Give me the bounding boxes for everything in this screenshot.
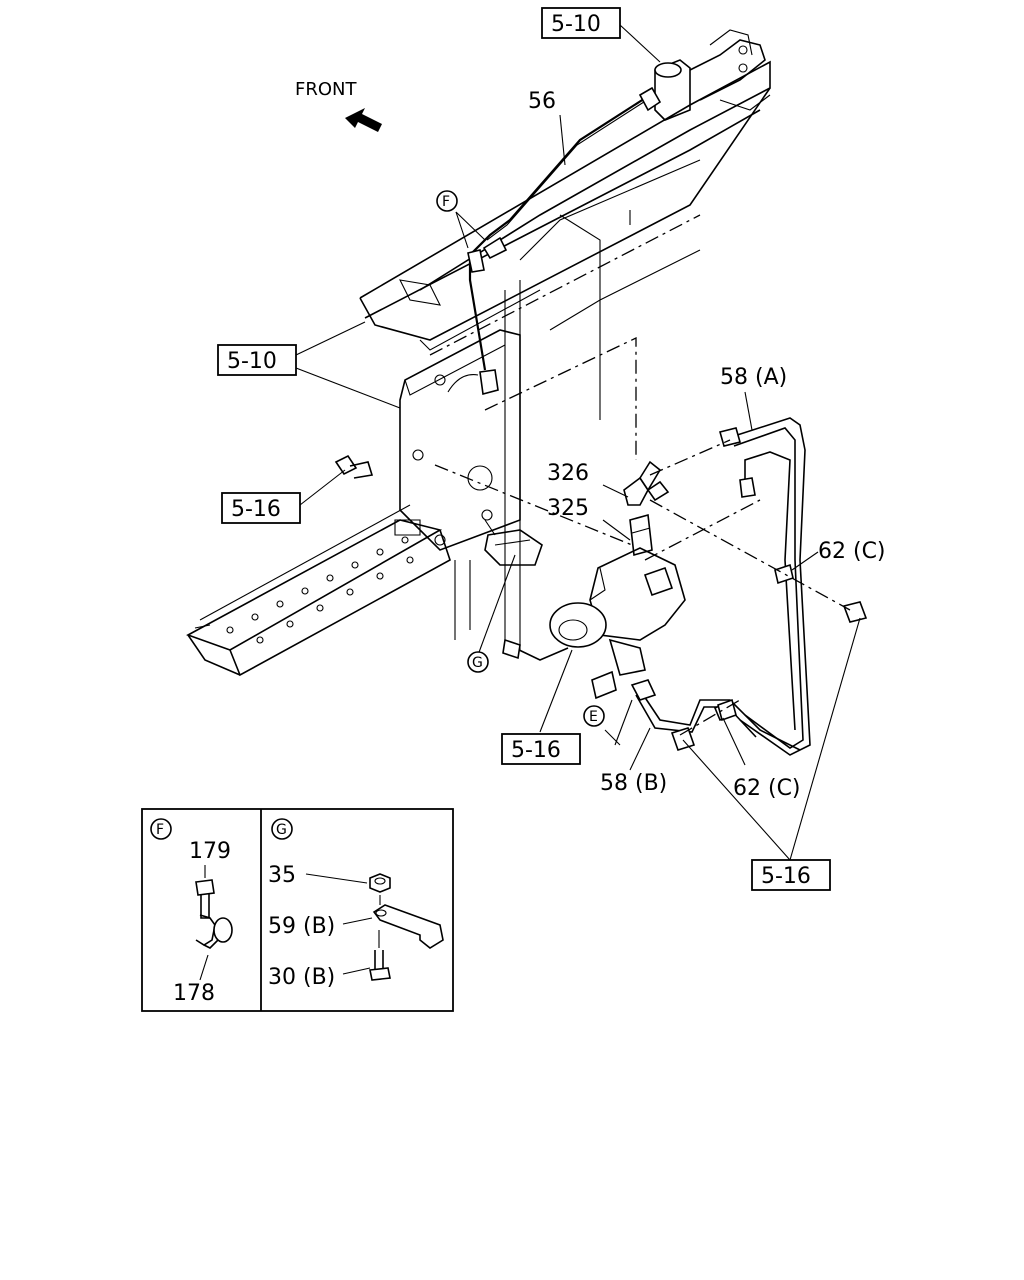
front-arrow <box>345 108 382 132</box>
bolt-179-drawing <box>195 879 215 919</box>
ref-box-mid-left: 5-16 <box>221 492 301 524</box>
adapter-325 <box>629 513 653 557</box>
part-325: 325 <box>547 496 589 521</box>
ref-box-left: 5-10 <box>217 344 297 376</box>
ref-box-center: 5-16 <box>501 733 581 765</box>
ref-box-bottom-right: 5-16 <box>751 859 831 891</box>
detail-g-part-30b: 30 (B) <box>268 965 335 990</box>
upper-frame-rail <box>359 60 771 650</box>
relay-valve-assembly <box>502 547 686 700</box>
part-326: 326 <box>547 461 589 486</box>
ref-box-top: 5-10 <box>541 7 621 39</box>
frame-bracket-plate <box>394 329 521 551</box>
part-58a: 58 (A) <box>720 365 787 390</box>
bracket-59b-drawing <box>372 904 444 949</box>
nut-35-drawing <box>369 873 391 893</box>
bracket-g <box>484 519 543 566</box>
callout-f-letter: F <box>442 194 450 210</box>
part-62c-bottom: 62 (C) <box>733 776 801 801</box>
part-58b: 58 (B) <box>600 771 667 796</box>
ref-label-mid-left: 5-16 <box>231 497 281 522</box>
detail-g-part-59b: 59 (B) <box>268 914 335 939</box>
tee-fitting-326 <box>623 460 670 506</box>
front-label: FRONT <box>295 79 357 100</box>
bolt-30b-drawing <box>369 950 391 981</box>
detail-g: G 35 59 (B) 30 (B) <box>268 818 444 990</box>
top-brake-valve <box>654 29 771 121</box>
callout-f: F <box>436 190 458 212</box>
pipe-58b <box>630 679 801 751</box>
detail-g-tag: G <box>276 822 287 838</box>
detail-f-part-179: 179 <box>189 839 231 864</box>
clip-178-drawing <box>195 914 233 949</box>
part-62c-top: 62 (C) <box>818 539 886 564</box>
clip-62c <box>717 563 794 722</box>
detail-f: F 179 178 <box>150 818 233 1006</box>
part-56: 56 <box>528 89 556 114</box>
callout-e: E <box>583 705 605 727</box>
detail-box <box>141 808 454 1012</box>
callout-e-letter: E <box>589 709 598 725</box>
detail-g-part-35: 35 <box>268 863 296 888</box>
leader-lines <box>295 24 861 861</box>
callout-g-letter: G <box>472 655 483 671</box>
pipe-58a <box>719 417 811 756</box>
detail-f-part-178: 178 <box>173 981 215 1006</box>
ref-label-center: 5-16 <box>511 738 561 763</box>
pipe-56 <box>467 86 662 396</box>
detail-f-tag: F <box>156 822 164 838</box>
lower-frame-rail <box>186 504 451 677</box>
ref-label-top: 5-10 <box>551 12 601 37</box>
mounting-bolts <box>334 454 868 751</box>
callout-g: G <box>467 651 489 673</box>
ref-label-bottom-right: 5-16 <box>761 864 811 889</box>
ref-label-left: 5-10 <box>227 349 277 374</box>
center-lines <box>434 336 851 736</box>
